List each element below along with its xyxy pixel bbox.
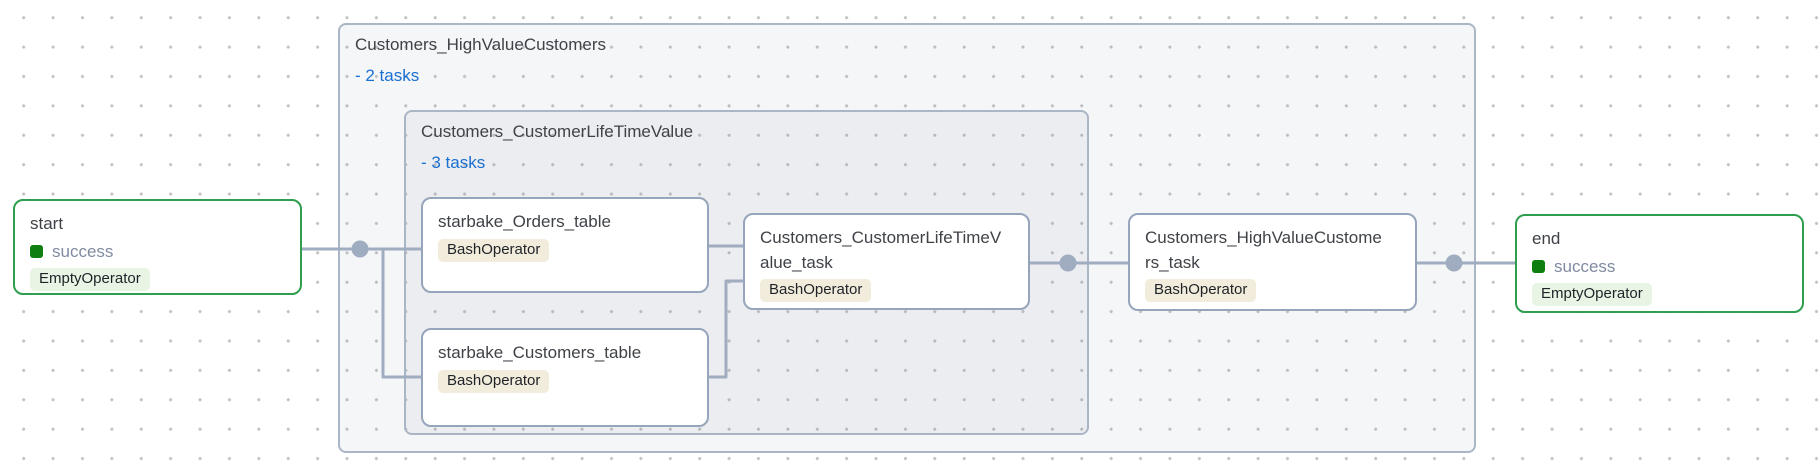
operator-badge: EmptyOperator: [1532, 282, 1652, 306]
status-label: success: [1554, 256, 1616, 276]
task-node-high-value-customers-task[interactable]: Customers_HighValueCustomers_task BashOp…: [1128, 213, 1417, 311]
status-label: success: [52, 241, 114, 261]
task-node-starbake-orders-table[interactable]: starbake_Orders_table BashOperator: [421, 197, 709, 293]
task-node-starbake-customers-table[interactable]: starbake_Customers_table BashOperator: [421, 328, 709, 427]
group-collapse-link[interactable]: - 3 tasks: [421, 153, 486, 172]
operator-badge: EmptyOperator: [30, 267, 150, 291]
task-title: start: [30, 214, 64, 233]
task-title: starbake_Orders_table: [438, 212, 611, 231]
operator-badge: BashOperator: [1145, 279, 1257, 303]
task-title: Customers_CustomerLifeTimeValue_task: [760, 228, 1002, 272]
operator-badge: BashOperator: [438, 238, 550, 262]
task-title: starbake_Customers_table: [438, 343, 642, 362]
task-status-row: success: [1532, 255, 1787, 279]
success-status-icon: [30, 245, 43, 259]
group-title: Customers_HighValueCustomers: [355, 35, 607, 54]
task-node-start[interactable]: start success EmptyOperator: [13, 199, 302, 295]
group-collapse-link[interactable]: - 2 tasks: [355, 66, 420, 85]
task-node-customer-lifetime-value-task[interactable]: Customers_CustomerLifeTimeValue_task Bas…: [743, 213, 1030, 310]
group-title: Customers_CustomerLifeTimeValue: [421, 122, 694, 141]
task-title: Customers_HighValueCustomers_task: [1145, 228, 1382, 272]
task-status-row: success: [30, 240, 285, 264]
operator-badge: BashOperator: [760, 279, 872, 303]
success-status-icon: [1532, 260, 1545, 274]
task-title: end: [1532, 229, 1561, 248]
operator-badge: BashOperator: [438, 369, 550, 393]
task-node-end[interactable]: end success EmptyOperator: [1515, 214, 1804, 313]
